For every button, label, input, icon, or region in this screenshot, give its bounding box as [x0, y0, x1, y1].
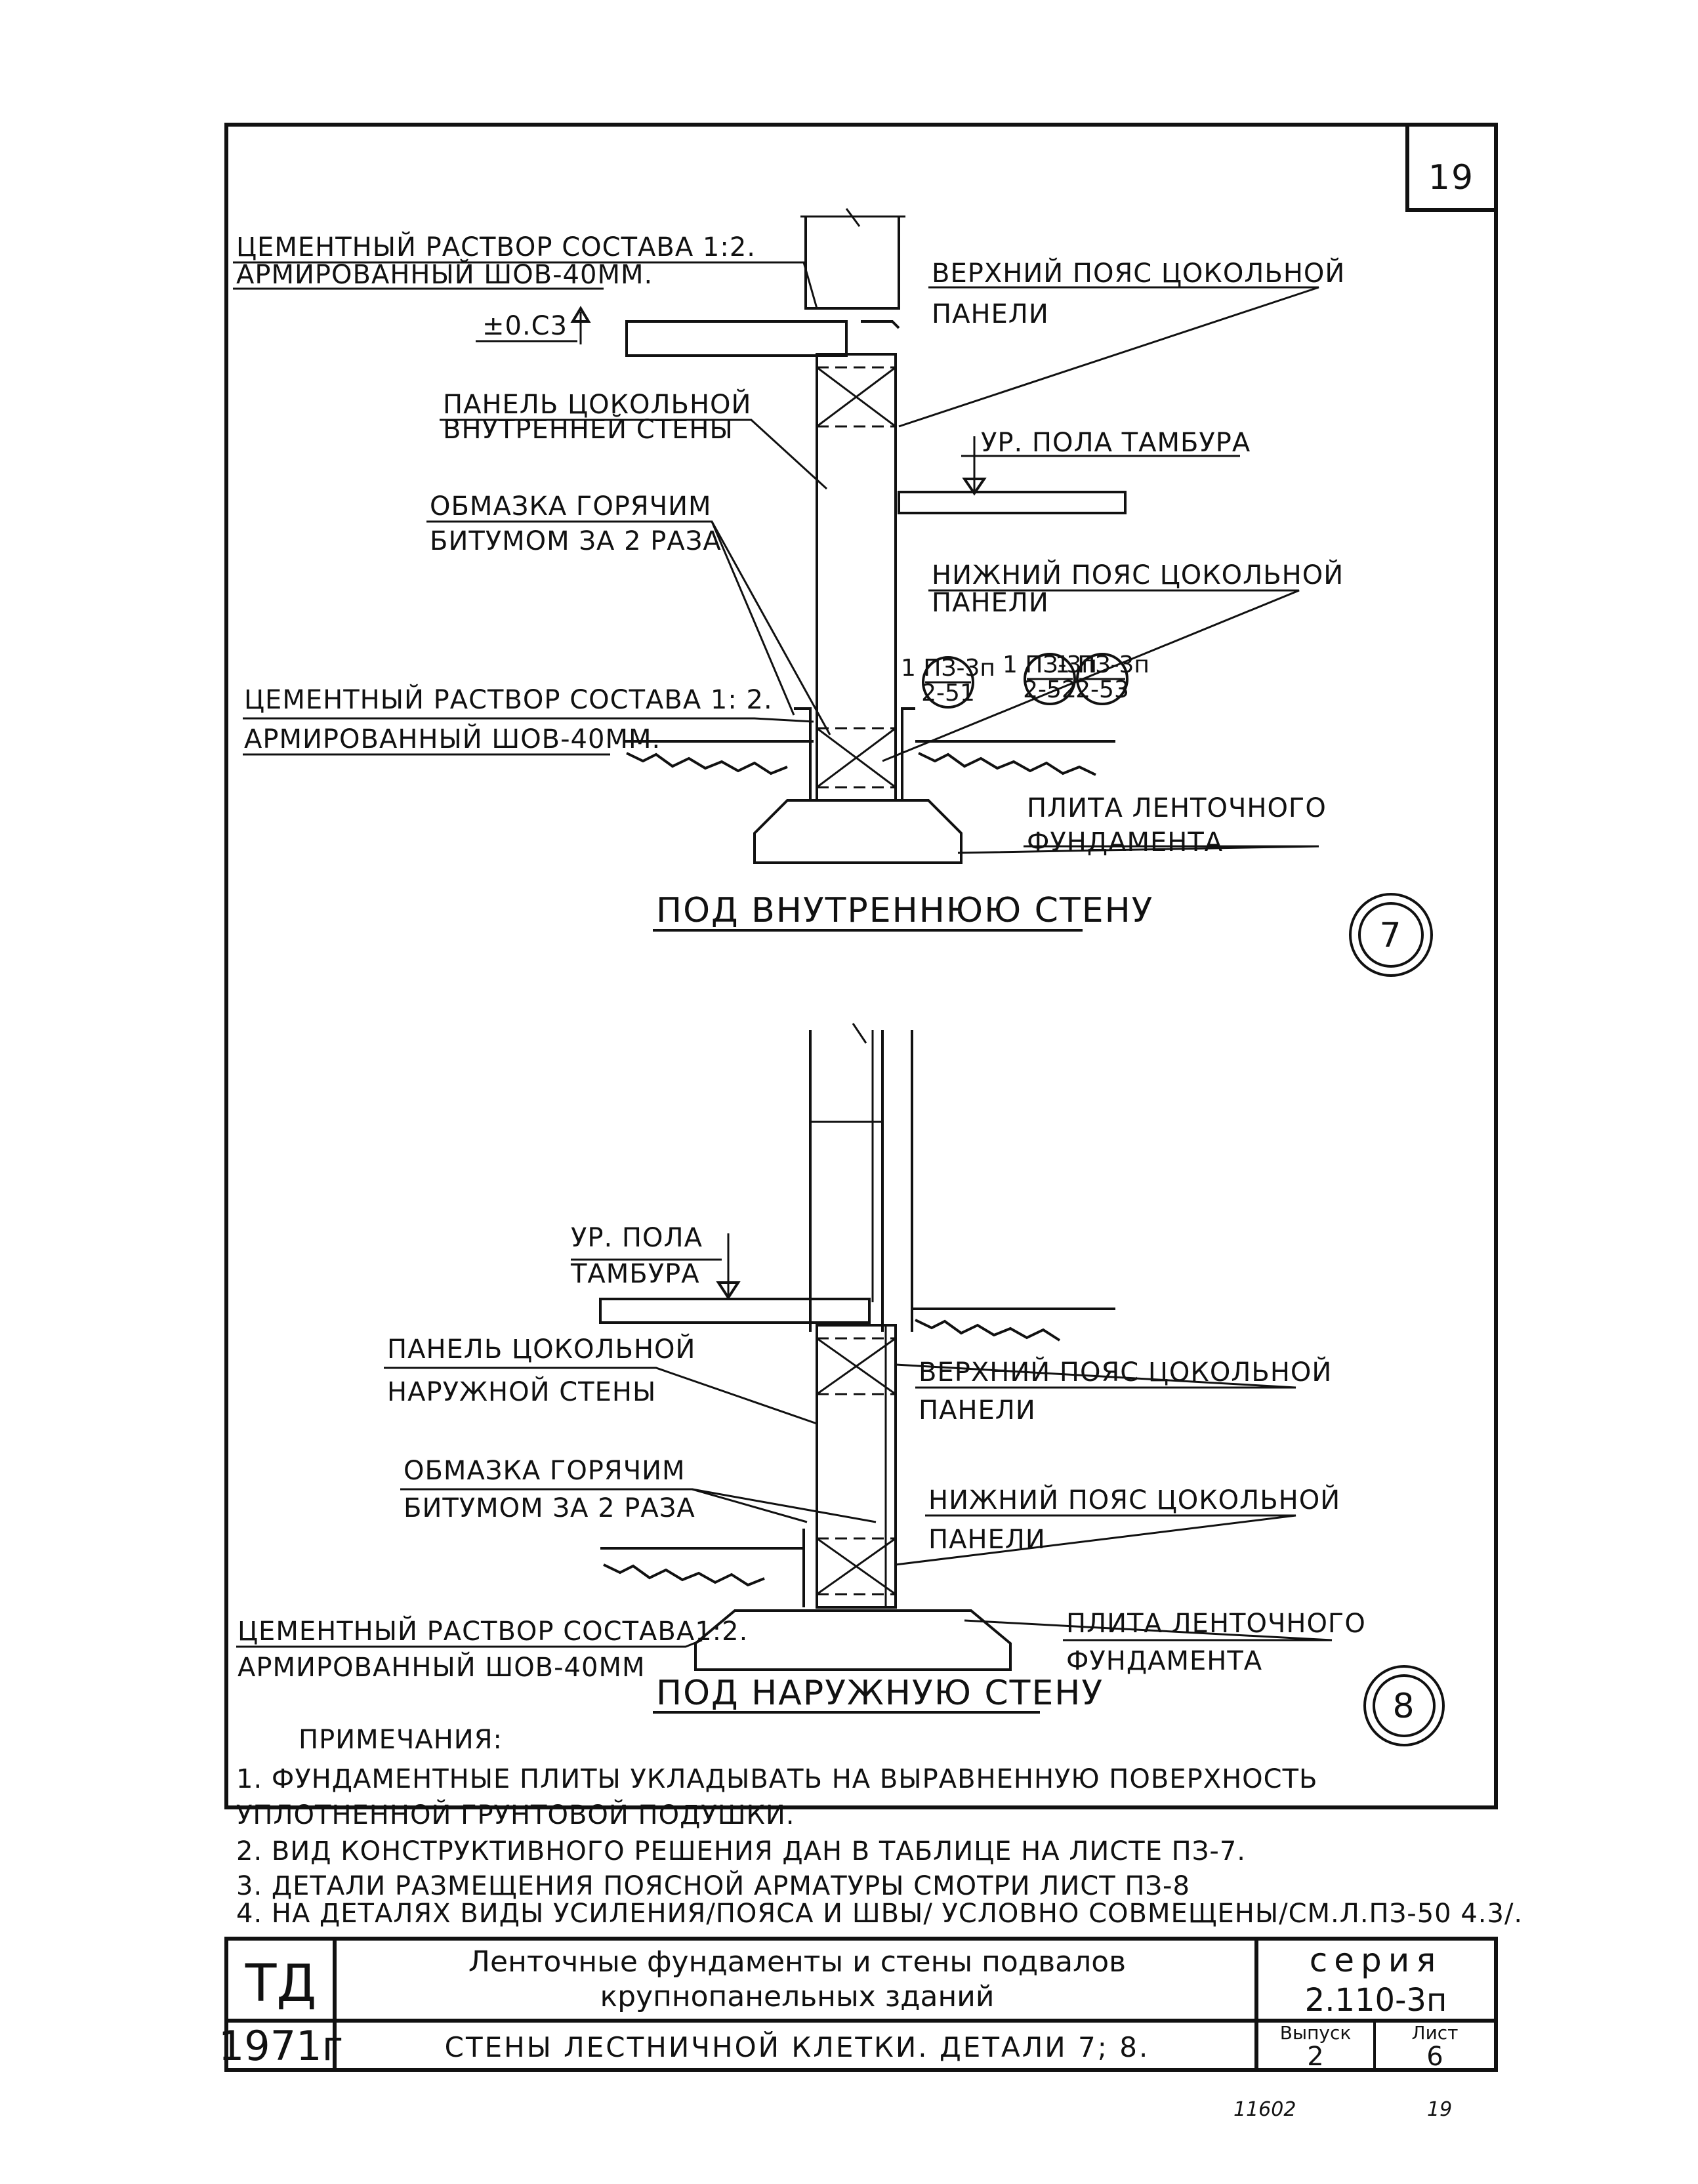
d8-floor-2: ТАМБУРА [570, 1259, 700, 1289]
tb-sheet-label: Лист [1412, 2022, 1459, 2044]
ref-2-bottom: 2-52 [1023, 676, 1077, 703]
svg-text:8: 8 [1392, 1687, 1415, 1726]
d8-lower-belt-1: НИЖНИЙ ПОЯС ЦОКОЛЬНОЙ [928, 1484, 1340, 1515]
d7-mortar-top-2: АРМИРОВАННЫЙ ШОВ-40ММ. [236, 258, 653, 290]
d7-mortar-bot-1: ЦЕМЕНТНЫЙ РАСТВОР СОСТАВА 1: 2. [244, 684, 773, 715]
d7-floor-level: УР. ПОЛА ТАМБУРА [981, 428, 1251, 458]
d7-upper-belt-2: ПАНЕЛИ [932, 299, 1049, 329]
d7-marker: 7 [1349, 893, 1433, 977]
d8-bitumen-1: ОБМАЗКА ГОРЯЧИМ [404, 1456, 686, 1486]
d7-bitumen-2: БИТУМОМ ЗА 2 РАЗА [430, 526, 722, 556]
detail-8: УР. ПОЛА ТАМБУРА ПАНЕЛЬ ЦОКОЛЬНОЙ НАРУЖН… [236, 1023, 1445, 1746]
tb-year: 1971г [218, 2022, 343, 2070]
d8-slab-2: ФУНДАМЕНТА [1066, 1646, 1262, 1676]
note-line-3: 2. ВИД КОНСТРУКТИВНОГО РЕШЕНИЯ ДАН В ТАБ… [236, 1836, 1246, 1866]
footer-stamp-left: 11602 [1233, 2098, 1296, 2121]
d8-upper-belt-2: ПАНЕЛИ [919, 1395, 1036, 1426]
d8-floor-1: УР. ПОЛА [571, 1223, 703, 1253]
d7-panel-2: ВНУТРЕННЕЙ СТЕНЫ [443, 413, 734, 445]
d7-panel-1: ПАНЕЛЬ ЦОКОЛЬНОЙ [443, 388, 751, 420]
note-line-5: 4. НА ДЕТАЛЯХ ВИДЫ УСИЛЕНИЯ/ПОЯСА И ШВЫ/… [236, 1899, 1523, 1929]
d7-bitumen-1: ОБМАЗКА ГОРЯЧИМ [430, 491, 712, 522]
note-line-1: 1. ФУНДАМЕНТНЫЕ ПЛИТЫ УКЛАДЫВАТЬ НА ВЫРА… [236, 1764, 1317, 1794]
svg-text:7: 7 [1379, 916, 1402, 955]
tb-issue-label: Выпуск [1280, 2022, 1352, 2044]
d8-lower-belt-2: ПАНЕЛИ [928, 1525, 1046, 1555]
d7-mortar-bot-2: АРМИРОВАННЫЙ ШОВ-40ММ. [244, 723, 661, 754]
d8-mortar-1: ЦЕМЕНТНЫЙ РАСТВОР СОСТАВА1:2. [238, 1615, 748, 1647]
d8-bitumen-2: БИТУМОМ ЗА 2 РАЗА [404, 1493, 695, 1523]
tb-sheet-value: 6 [1426, 2042, 1443, 2072]
footer-stamp-right: 19 [1427, 2098, 1452, 2121]
tb-title-2: крупнопанельных зданий [600, 1980, 995, 2013]
d7-slab-2: ФУНДАМЕНТА [1027, 827, 1223, 857]
d8-mortar-2: АРМИРОВАННЫЙ ШОВ-40ММ [238, 1651, 645, 1683]
detail-7: 1 ПЗ-3п 2-51 1 ПЗ-3п 2-52 1 ПЗ-3п 2-53 Ц… [233, 208, 1433, 977]
note-line-2: УПЛОТНЕННОЙ ГРУНТОВОЙ ПОДУШКИ. [236, 1799, 795, 1830]
d7-level: ±0.C3 [482, 311, 568, 341]
d8-slab-1: ПЛИТА ЛЕНТОЧНОГО [1066, 1609, 1366, 1639]
ref-1-top: 1 ПЗ-3п [901, 655, 995, 682]
ref-3-top: 1 ПЗ-3п [1055, 651, 1149, 678]
notes: ПРИМЕЧАНИЯ: 1. ФУНДАМЕНТНЫЕ ПЛИТЫ УКЛАДЫ… [236, 1725, 1523, 1929]
ref-1-bottom: 2-51 [921, 680, 975, 707]
d8-title: ПОД НАРУЖНУЮ СТЕНУ [656, 1674, 1104, 1713]
notes-heading: ПРИМЕЧАНИЯ: [299, 1725, 503, 1755]
tb-issue-value: 2 [1307, 2042, 1323, 2072]
tb-title-1: Ленточные фундаменты и стены подвалов [468, 1945, 1126, 1979]
d8-marker: 8 [1363, 1665, 1445, 1746]
corner-number: 19 [1428, 158, 1474, 197]
d7-lower-belt-2: ПАНЕЛИ [932, 588, 1049, 618]
d8-panel-1: ПАНЕЛЬ ЦОКОЛЬНОЙ [387, 1333, 695, 1365]
note-line-4: 3. ДЕТАЛИ РАЗМЕЩЕНИЯ ПОЯСНОЙ АРМАТУРЫ СМ… [236, 1870, 1190, 1901]
d8-upper-belt-1: ВЕРХНИЙ ПОЯС ЦОКОЛЬНОЙ [919, 1356, 1332, 1388]
tb-org: ТД [245, 1954, 317, 2013]
tb-subtitle: СТЕНЫ ЛЕСТНИЧНОЙ КЛЕТКИ. ДЕТАЛИ 7; 8. [445, 2030, 1150, 2063]
d7-upper-belt-1: ВЕРХНИЙ ПОЯС ЦОКОЛЬНОЙ [932, 257, 1345, 289]
corner-number-box: 19 [1405, 125, 1496, 212]
tb-series-label: серия [1310, 1941, 1443, 1979]
title-block: ТД 1971г Ленточные фундаменты и стены по… [218, 1937, 1498, 2072]
d7-slab-1: ПЛИТА ЛЕНТОЧНОГО [1027, 793, 1327, 823]
d7-lower-belt-1: НИЖНИЙ ПОЯС ЦОКОЛЬНОЙ [932, 559, 1344, 590]
d7-mortar-top-1: ЦЕМЕНТНЫЙ РАСТВОР СОСТАВА 1:2. [236, 231, 756, 262]
ref-3-bottom: 2-53 [1075, 676, 1129, 703]
sheet-frame [224, 123, 1498, 1809]
reference-bubbles: 1 ПЗ-3п 2-51 1 ПЗ-3п 2-52 1 ПЗ-3п 2-53 [901, 651, 1149, 709]
tb-series-value: 2.110-3п [1305, 1982, 1447, 2019]
d7-title: ПОД ВНУТРЕННЮЮ СТЕНУ [656, 891, 1153, 930]
d8-panel-2: НАРУЖНОЙ СТЕНЫ [387, 1376, 656, 1407]
